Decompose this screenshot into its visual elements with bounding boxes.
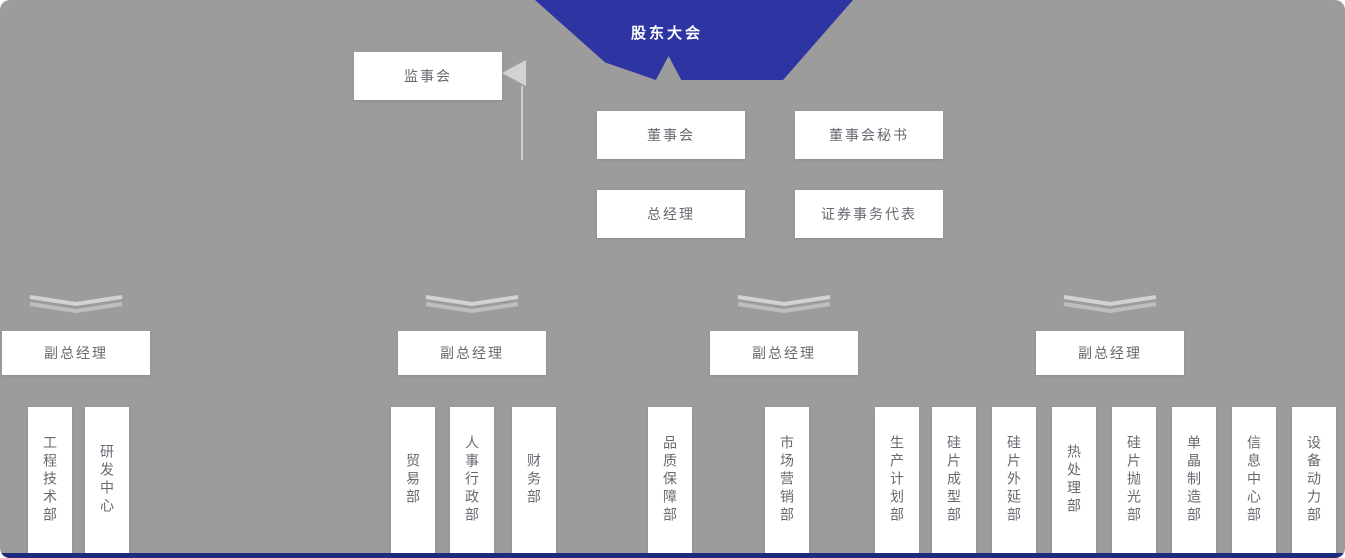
node-dept-rd-center: 研发中心 — [85, 407, 129, 553]
node-dept-equipment-power: 设备动力部 — [1292, 407, 1336, 553]
node-deputy-gm-4: 副总经理 — [1036, 331, 1184, 375]
node-board-secretary: 董事会秘书 — [795, 111, 943, 159]
node-label: 证券事务代表 — [821, 206, 917, 222]
node-dept-production-planning: 生产计划部 — [875, 407, 919, 553]
node-label: 监事会 — [404, 68, 452, 84]
node-label: 副总经理 — [1078, 345, 1142, 361]
node-supervisory-board: 监事会 — [354, 52, 502, 100]
arrow-left-icon — [502, 60, 526, 86]
node-label: 副总经理 — [752, 345, 816, 361]
bottom-accent-bar — [0, 553, 1345, 558]
node-dept-information-center: 信息中心部 — [1232, 407, 1276, 553]
node-deputy-gm-2: 副总经理 — [398, 331, 546, 375]
node-label: 股东大会 — [630, 25, 703, 42]
double-chevron-down-icon — [736, 295, 832, 313]
double-chevron-down-icon — [424, 295, 520, 313]
node-label: 总经理 — [647, 206, 695, 222]
node-dept-heat-treatment: 热处理部 — [1052, 407, 1096, 553]
double-chevron-down-icon — [1062, 295, 1158, 313]
node-dept-wafer-forming: 硅片成型部 — [932, 407, 976, 553]
node-dept-wafer-polishing: 硅片抛光部 — [1112, 407, 1156, 553]
node-general-manager: 总经理 — [597, 190, 745, 238]
node-dept-monocrystal-manufacturing: 单晶制造部 — [1172, 407, 1216, 553]
node-label: 董事会 — [647, 127, 695, 143]
node-dept-engineering-tech: 工程技术部 — [28, 407, 72, 553]
node-label: 董事会秘书 — [829, 127, 909, 143]
double-chevron-down-icon — [28, 295, 124, 313]
node-deputy-gm-1: 副总经理 — [2, 331, 150, 375]
node-dept-quality-assurance: 品质保障部 — [648, 407, 692, 553]
connector-line — [521, 86, 523, 160]
node-dept-wafer-epitaxy: 硅片外延部 — [992, 407, 1036, 553]
node-dept-finance: 财务部 — [512, 407, 556, 553]
node-label: 副总经理 — [440, 345, 504, 361]
node-dept-hr-admin: 人事行政部 — [450, 407, 494, 553]
node-shareholders-meeting: 股东大会 — [535, 0, 853, 80]
node-securities-representative: 证券事务代表 — [795, 190, 943, 238]
node-dept-trade: 贸易部 — [391, 407, 435, 553]
node-dept-marketing: 市场营销部 — [765, 407, 809, 553]
node-deputy-gm-3: 副总经理 — [710, 331, 858, 375]
node-board-of-directors: 董事会 — [597, 111, 745, 159]
node-label: 副总经理 — [44, 345, 108, 361]
